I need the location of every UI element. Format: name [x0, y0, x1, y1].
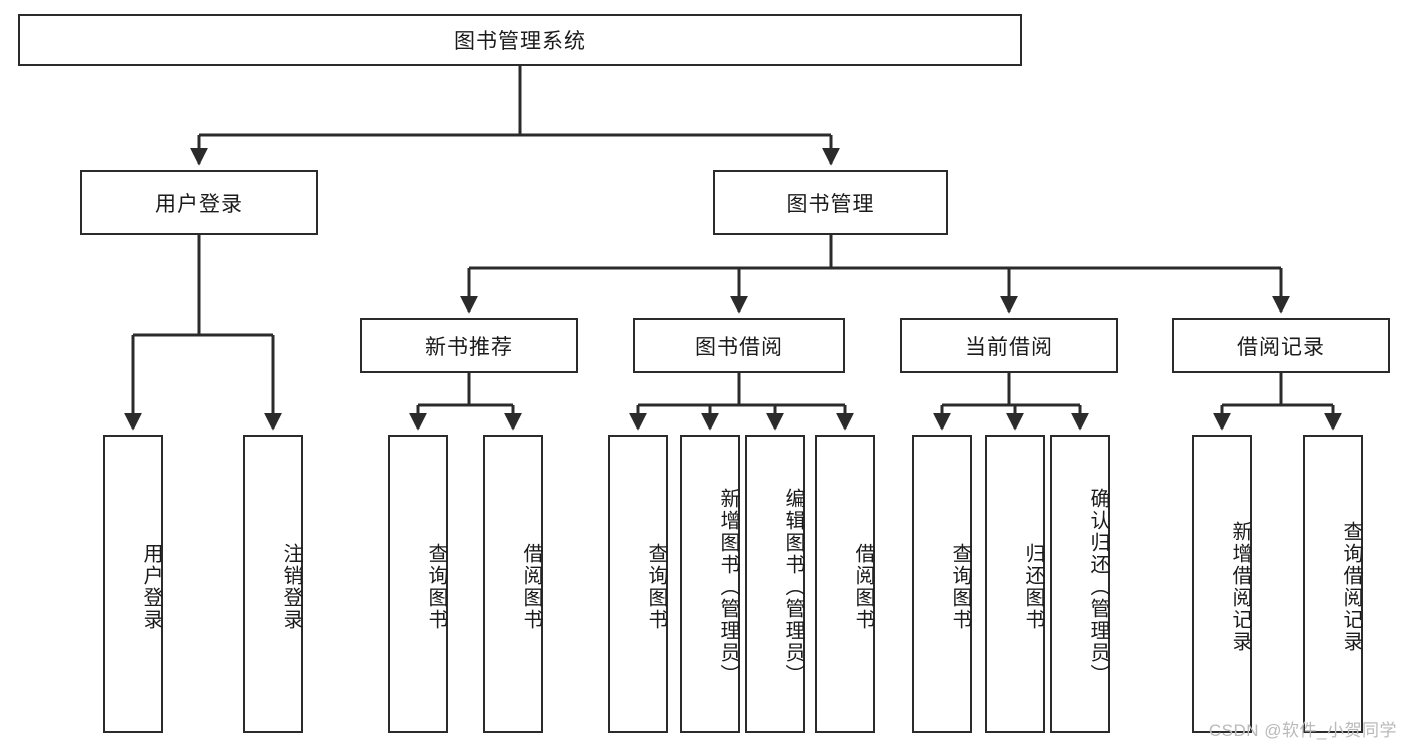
- node-leaf-query-book-1[interactable]: 查询图书: [388, 435, 448, 733]
- node-book-manage-label: 图书管理: [786, 192, 875, 216]
- node-leaf-edit-book-label: 编辑图书（管理员）: [782, 488, 804, 686]
- node-book-borrow[interactable]: 图书借阅: [633, 318, 845, 373]
- node-borrow-record[interactable]: 借阅记录: [1172, 318, 1390, 373]
- node-leaf-add-book[interactable]: 新增图书（管理员）: [680, 435, 740, 733]
- node-leaf-borrow-book-2[interactable]: 借阅图书: [815, 435, 875, 733]
- node-book-manage[interactable]: 图书管理: [713, 170, 948, 235]
- node-current-borrow-label: 当前借阅: [965, 335, 1053, 359]
- node-leaf-return-book[interactable]: 归还图书: [985, 435, 1045, 733]
- node-leaf-add-book-label: 新增图书（管理员）: [717, 488, 739, 686]
- node-leaf-query-record[interactable]: 查询借阅记录: [1303, 435, 1363, 733]
- node-user-login-label: 用户登录: [155, 192, 243, 216]
- node-leaf-user-login[interactable]: 用户登录: [103, 435, 163, 733]
- node-leaf-edit-book[interactable]: 编辑图书（管理员）: [745, 435, 805, 733]
- watermark: CSDN @软件_小贺同学: [1208, 721, 1397, 740]
- node-leaf-borrow-book-1-label: 借阅图书: [520, 543, 542, 631]
- node-leaf-add-record[interactable]: 新增借阅记录: [1192, 435, 1252, 733]
- node-leaf-query-record-label: 查询借阅记录: [1340, 521, 1362, 653]
- node-leaf-borrow-book-2-label: 借阅图书: [852, 543, 874, 631]
- node-root-label: 图书管理系统: [454, 30, 586, 53]
- node-borrow-record-label: 借阅记录: [1237, 335, 1325, 359]
- node-leaf-add-record-label: 新增借阅记录: [1229, 521, 1251, 653]
- node-leaf-query-book-2-label: 查询图书: [645, 543, 667, 631]
- node-new-book-recommend-label: 新书推荐: [425, 335, 513, 359]
- node-leaf-query-book-1-label: 查询图书: [425, 543, 447, 631]
- node-user-login[interactable]: 用户登录: [80, 170, 318, 235]
- node-leaf-confirm-return[interactable]: 确认归还（管理员）: [1050, 435, 1110, 733]
- node-current-borrow[interactable]: 当前借阅: [900, 318, 1118, 373]
- node-leaf-confirm-return-label: 确认归还（管理员）: [1087, 488, 1109, 686]
- node-book-borrow-label: 图书借阅: [695, 335, 783, 359]
- node-leaf-query-book-3[interactable]: 查询图书: [912, 435, 972, 733]
- node-leaf-return-book-label: 归还图书: [1022, 543, 1044, 631]
- node-leaf-user-login-label: 用户登录: [140, 543, 162, 631]
- node-leaf-query-book-3-label: 查询图书: [949, 543, 971, 631]
- node-leaf-borrow-book-1[interactable]: 借阅图书: [483, 435, 543, 733]
- node-leaf-logout[interactable]: 注销登录: [243, 435, 303, 733]
- node-new-book-recommend[interactable]: 新书推荐: [360, 318, 578, 373]
- node-leaf-logout-label: 注销登录: [280, 543, 302, 631]
- node-leaf-query-book-2[interactable]: 查询图书: [608, 435, 668, 733]
- node-root[interactable]: 图书管理系统: [18, 14, 1022, 66]
